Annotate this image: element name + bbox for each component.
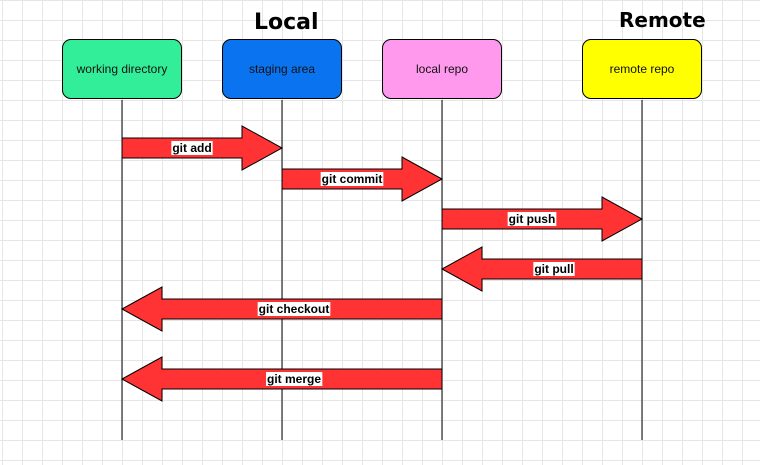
arrow-label-text: git push bbox=[509, 212, 556, 226]
arrow-label-git-pull: git pull bbox=[533, 262, 575, 276]
arrow-label-bg bbox=[320, 172, 384, 186]
arrow-label-text: git pull bbox=[534, 262, 573, 276]
box-label-remote-repo: remote repo bbox=[609, 61, 675, 76]
box-label-staging-area: staging area bbox=[248, 61, 316, 76]
box-label-local-repo: local repo bbox=[415, 61, 469, 76]
box-remote-repo: remote repo bbox=[582, 39, 702, 99]
arrow-label-git-add: git add bbox=[171, 141, 213, 155]
box-staging-area: staging area bbox=[222, 39, 342, 99]
arrow-label-git-merge: git merge bbox=[265, 372, 323, 386]
box-label-working-directory: working directory bbox=[76, 61, 168, 76]
arrow-label-text: git commit bbox=[322, 172, 383, 186]
arrow-label-git-checkout: git checkout bbox=[257, 302, 331, 316]
arrow-label-git-push: git push bbox=[507, 212, 557, 226]
arrow-label-bg bbox=[257, 302, 331, 316]
arrow-label-git-commit: git commit bbox=[320, 172, 384, 186]
arrow-label-bg bbox=[171, 141, 213, 155]
arrow-label-bg bbox=[265, 372, 323, 386]
heading-local: Local bbox=[254, 10, 319, 35]
box-working-directory: working directory bbox=[62, 39, 182, 99]
heading-remote: Remote bbox=[619, 8, 706, 32]
arrow-label-text: git checkout bbox=[259, 302, 330, 316]
arrow-label-text: git merge bbox=[267, 372, 321, 386]
box-local-repo: local repo bbox=[382, 39, 502, 99]
arrow-label-bg bbox=[533, 262, 575, 276]
arrow-label-text: git add bbox=[172, 141, 211, 155]
arrow-label-bg bbox=[507, 212, 557, 226]
